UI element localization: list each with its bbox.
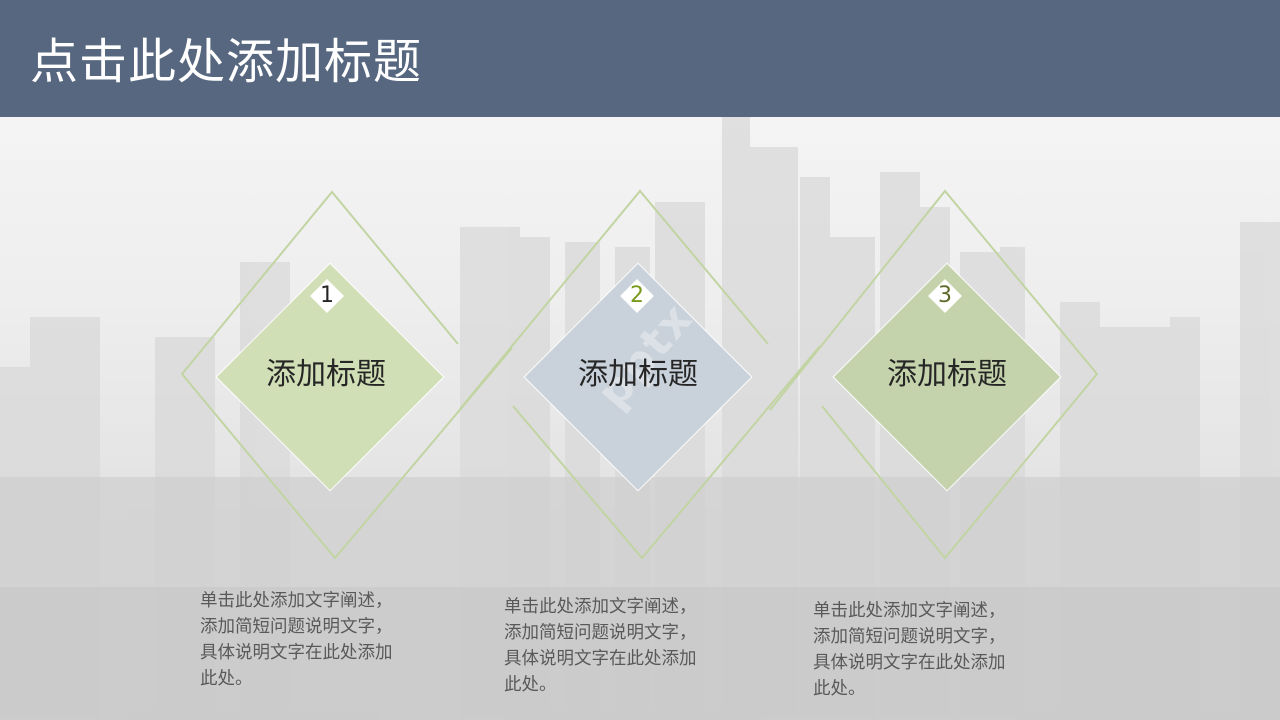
page-title[interactable]: 点击此处添加标题 — [30, 34, 423, 90]
card-2-description[interactable]: 单击此处添加文字阐述， 添加简短问题说明文字， 具体说明文字在此处添加 此处。 — [504, 597, 697, 695]
card-2-title[interactable]: 添加标题 — [578, 357, 698, 392]
card-3-number: 3 — [938, 283, 952, 308]
card-2-number: 2 — [630, 283, 644, 308]
title-bar: 点击此处添加标题 — [0, 0, 1280, 117]
card-3-title[interactable]: 添加标题 — [887, 357, 1007, 392]
card-1-description[interactable]: 单击此处添加文字阐述， 添加简短问题说明文字， 具体说明文字在此处添加 此处。 — [200, 591, 393, 689]
card-3-description[interactable]: 单击此处添加文字阐述， 添加简短问题说明文字， 具体说明文字在此处添加 此处。 — [813, 601, 1006, 699]
card-1-number: 1 — [320, 283, 334, 308]
card-1-title[interactable]: 添加标题 — [266, 357, 386, 392]
